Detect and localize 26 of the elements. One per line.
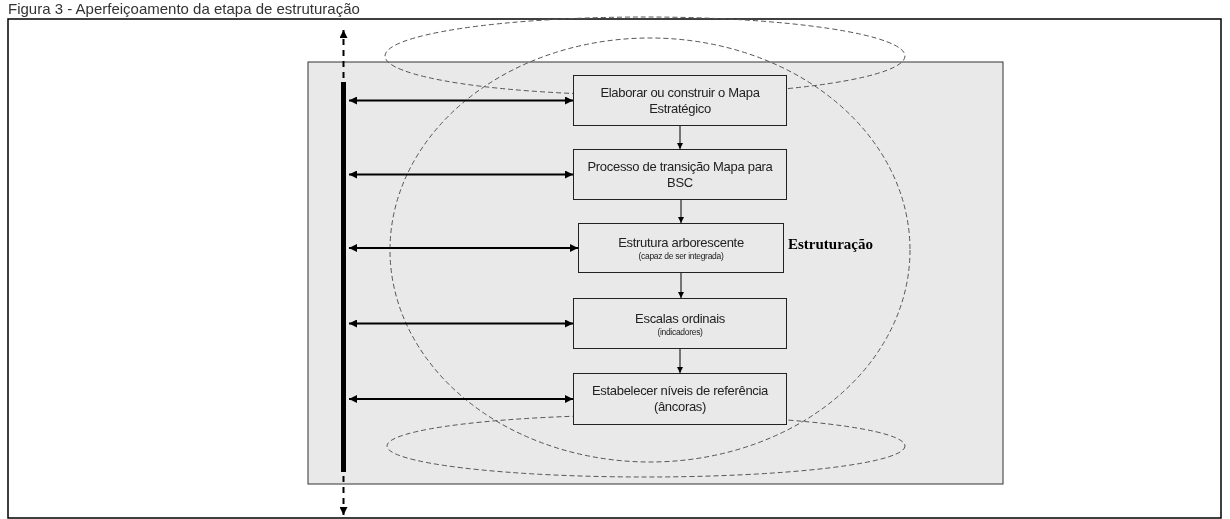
- arrow: [348, 395, 574, 403]
- box-text: Elaborar ou construir o Mapa Estratégico: [599, 84, 761, 117]
- box-subtitle: (indicadores): [657, 326, 703, 337]
- process-box: [573, 75, 787, 126]
- vertical-bar: [341, 82, 346, 472]
- process-box: [573, 149, 787, 200]
- box-text: Estrutura arborescente: [617, 235, 745, 251]
- box-text: Processo de transição Mapa para BSC: [586, 158, 774, 191]
- arrow: [348, 244, 579, 252]
- box-text: Escalas ordinais: [634, 310, 726, 327]
- process-box: [573, 298, 787, 349]
- arrow: [348, 319, 574, 328]
- figure-title: Figura 3 - Aperfeiçoamento da etapa de estruturação: [8, 0, 360, 18]
- box-text: Estabelecer níveis de referência (âncoras): [590, 383, 770, 415]
- box-subtitle: (capaz de ser integrada): [638, 251, 724, 261]
- arrow: [339, 475, 348, 516]
- arrow: [678, 199, 684, 224]
- arrow: [339, 29, 348, 79]
- arrow: [348, 96, 574, 105]
- stage-label: Estruturação: [788, 236, 873, 253]
- process-box: [578, 223, 784, 273]
- arrow: [348, 170, 574, 179]
- arrow: [678, 272, 684, 299]
- arrow: [677, 348, 683, 374]
- process-box: [573, 373, 787, 425]
- arrow: [677, 125, 683, 150]
